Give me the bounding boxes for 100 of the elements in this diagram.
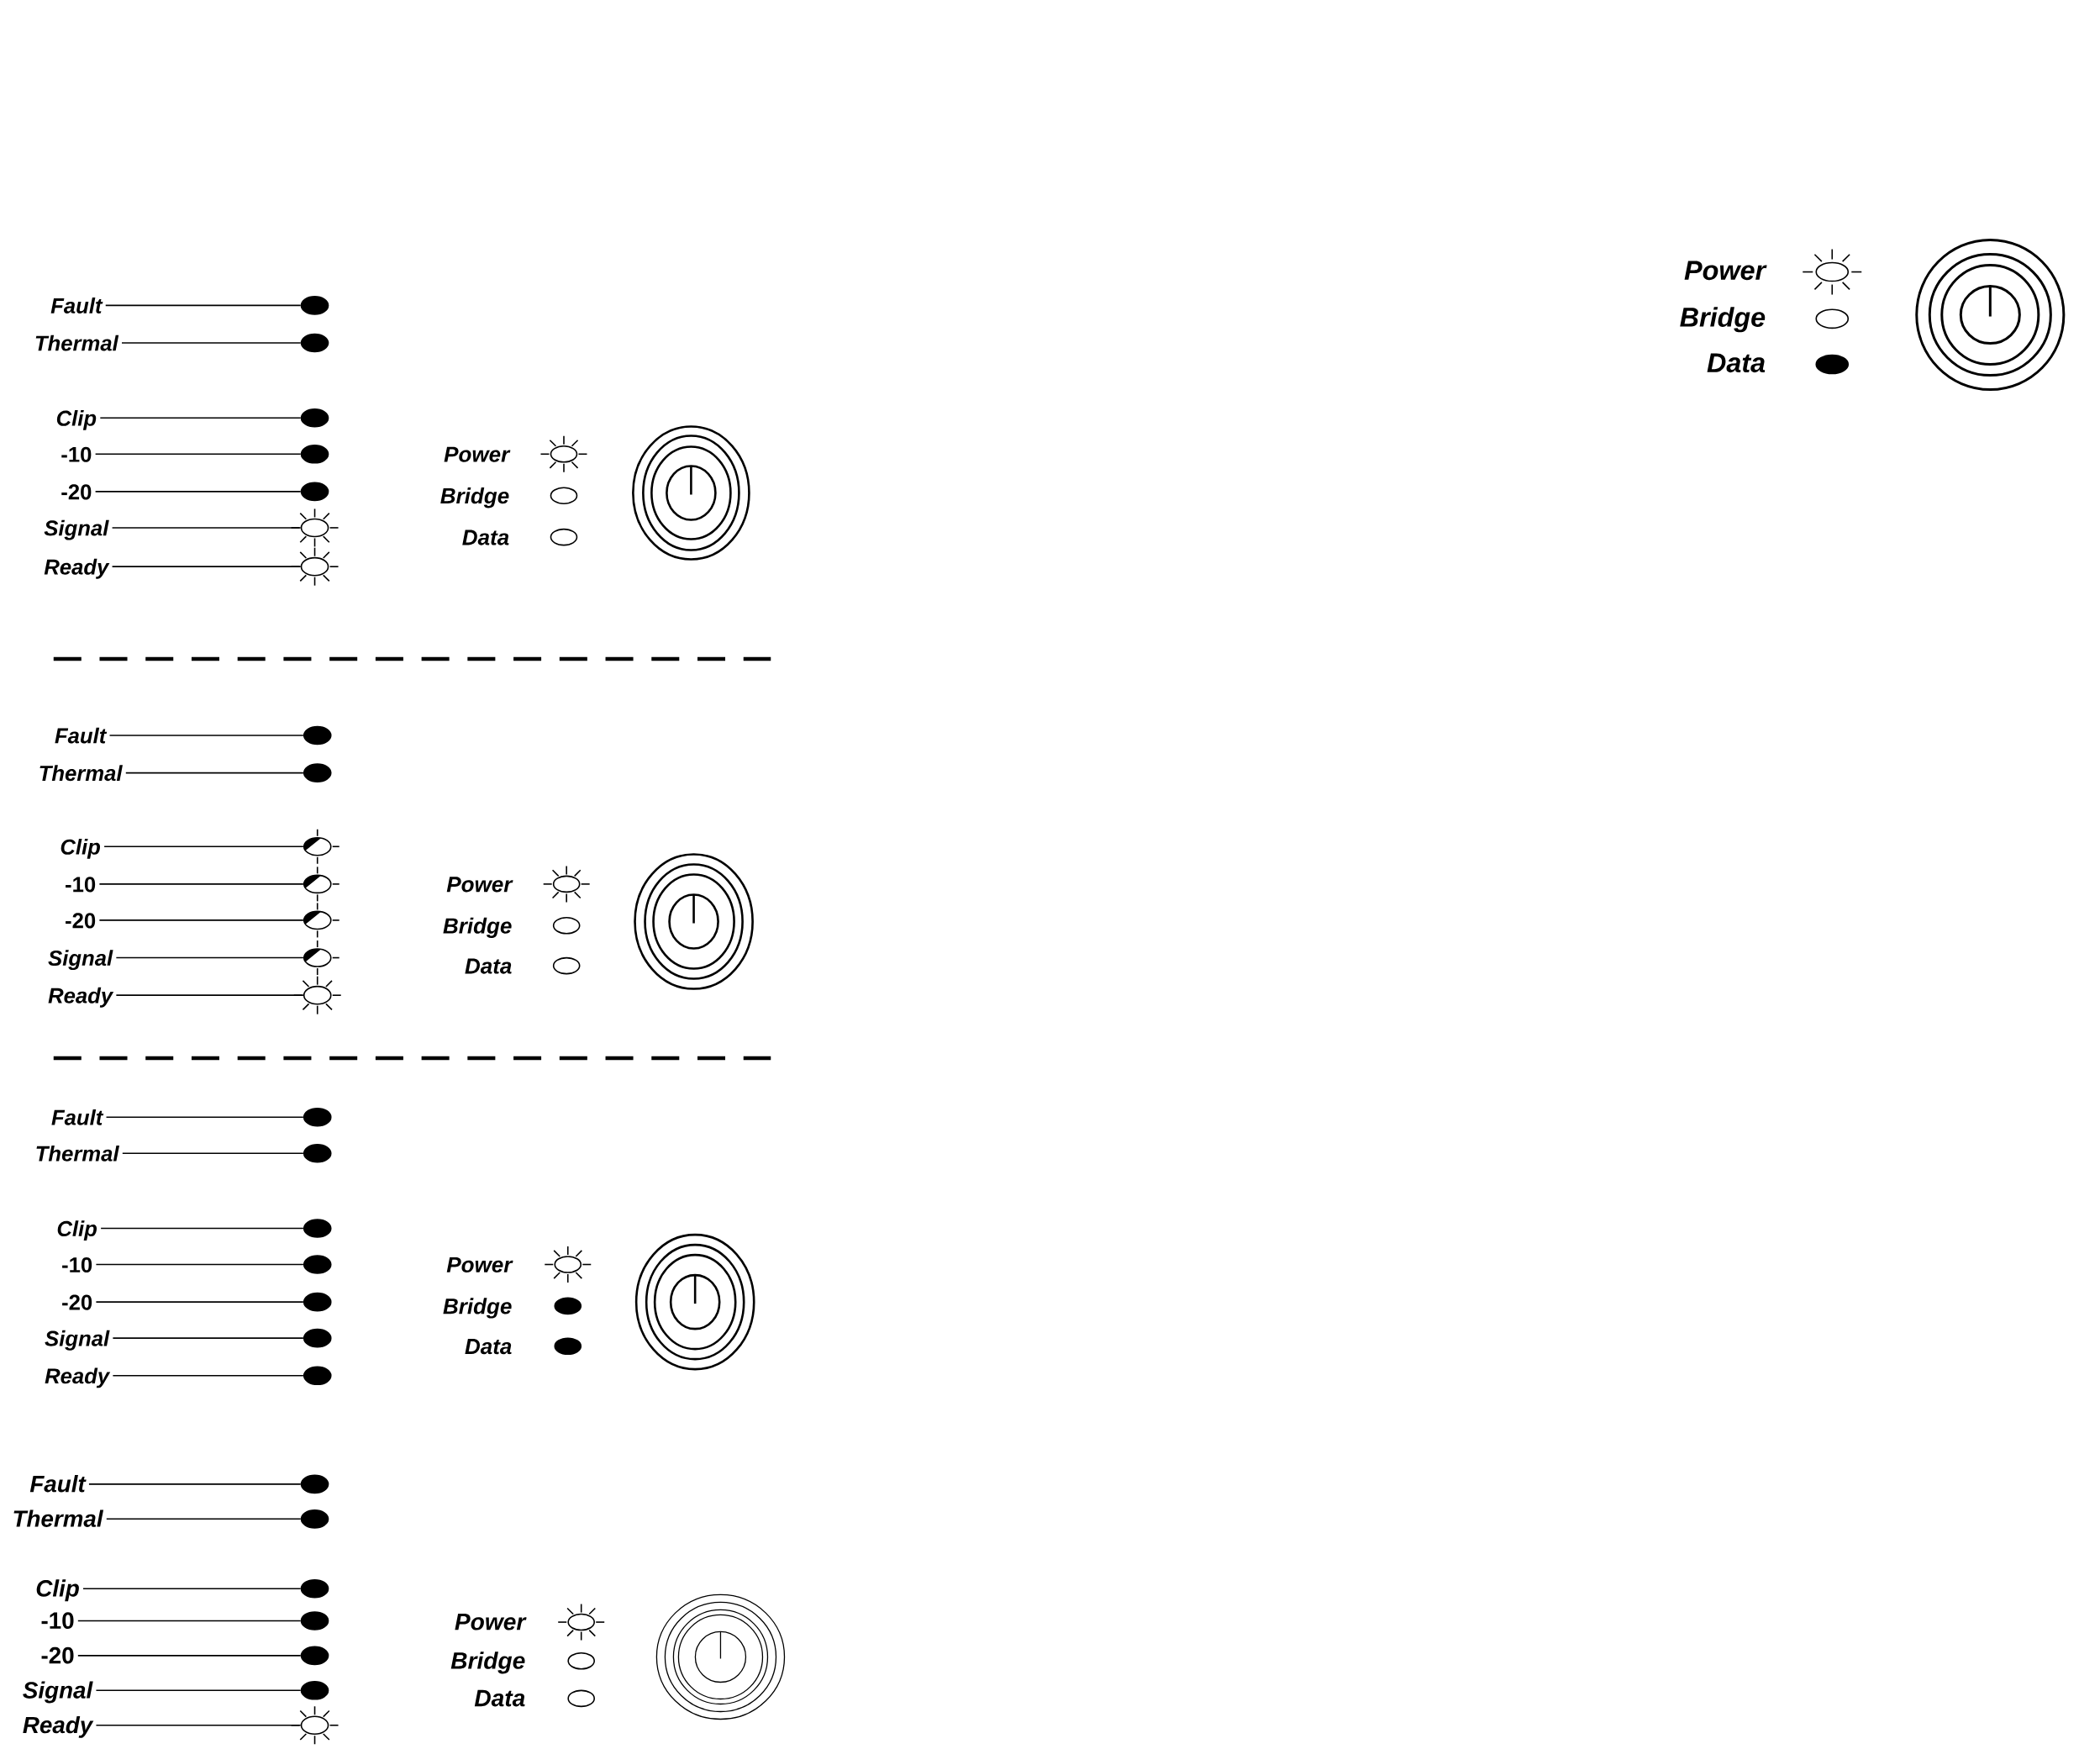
led <box>567 1652 595 1670</box>
indicator-label: -20 <box>62 1294 92 1310</box>
indicator-label: Ready <box>45 1367 111 1388</box>
indicator-label: Clip <box>61 838 101 859</box>
lit-led <box>1802 248 1863 296</box>
indicator-label: Ready <box>44 558 110 579</box>
indicator-label: Signal <box>44 519 109 540</box>
led <box>303 1255 332 1274</box>
led <box>303 725 332 745</box>
leader-line <box>77 1620 302 1622</box>
indicator-label: Clip <box>57 1220 97 1241</box>
indicator-label: Thermal <box>36 1145 119 1162</box>
led <box>550 528 578 546</box>
leader-line <box>112 1337 304 1339</box>
indicator-label: -10 <box>62 1256 92 1273</box>
leader-line <box>121 342 302 344</box>
led <box>300 482 329 502</box>
indicator-label: Bridge <box>1680 307 1766 333</box>
lit-led <box>542 865 591 903</box>
leader-line <box>100 1227 304 1230</box>
led <box>300 1474 329 1494</box>
led <box>567 1689 595 1708</box>
leader-line <box>115 956 304 959</box>
leader-line <box>95 1724 302 1726</box>
led <box>300 1509 329 1529</box>
leader-line <box>105 1116 304 1118</box>
leader-line <box>106 1518 302 1520</box>
indicator-label: -10 <box>41 1612 74 1629</box>
led <box>552 917 581 935</box>
indicator-label: Fault <box>51 1109 104 1125</box>
leader-line <box>95 1301 304 1303</box>
half-lit-led <box>303 828 340 865</box>
led <box>300 333 329 353</box>
indicator-label: Fault <box>50 298 103 313</box>
indicator-label: Data <box>462 529 509 545</box>
led <box>300 1578 329 1599</box>
leader-line <box>98 883 304 885</box>
indicator-label: -10 <box>61 446 92 462</box>
led <box>303 1107 332 1127</box>
led <box>300 296 329 315</box>
indicator-label: Data <box>1707 353 1766 373</box>
leader-line <box>95 1689 302 1692</box>
led <box>303 763 332 782</box>
indicator-label: Power <box>444 446 511 462</box>
indicator-label: -20 <box>41 1646 74 1664</box>
indicator-label: Fault <box>55 727 108 744</box>
leader-line <box>94 491 302 493</box>
leader-line <box>94 453 302 456</box>
leader-line <box>115 994 304 996</box>
led <box>550 487 578 504</box>
led <box>300 1611 329 1630</box>
led <box>300 1681 329 1700</box>
leader-line <box>125 772 304 774</box>
lit-led <box>544 1246 592 1283</box>
led <box>303 1366 332 1386</box>
led <box>303 1328 332 1348</box>
led <box>300 408 329 428</box>
indicator-label: Bridge <box>440 487 509 508</box>
indicator-label: Bridge <box>443 917 512 938</box>
leader-line <box>82 1588 302 1589</box>
leader-line <box>111 566 302 567</box>
led <box>300 445 329 464</box>
leader-line <box>112 1375 304 1377</box>
leader-line <box>98 919 304 921</box>
indicator-label: Ready <box>23 1715 94 1738</box>
leader-line <box>111 527 302 529</box>
lit-led <box>557 1603 605 1641</box>
indicator-label: Thermal <box>13 1509 104 1527</box>
led <box>554 1297 582 1315</box>
led <box>300 1646 329 1666</box>
indicator-label: Bridge <box>450 1652 525 1674</box>
leader-line <box>104 304 302 307</box>
indicator-label: Fault <box>29 1475 87 1493</box>
leader-line <box>95 1263 304 1266</box>
half-lit-led <box>303 940 340 976</box>
half-lit-led <box>303 902 340 939</box>
indicator-label: Signal <box>45 1330 110 1351</box>
indicator-label: Power <box>1684 261 1767 281</box>
leader-line <box>122 1152 304 1155</box>
led <box>1815 308 1850 329</box>
leader-line <box>103 846 304 848</box>
indicator-label: Thermal <box>35 335 119 351</box>
indicator-label: Signal <box>48 950 113 971</box>
half-lit-led <box>303 866 340 903</box>
indicator-label: Thermal <box>39 765 123 782</box>
led <box>303 1219 332 1238</box>
leader-line <box>88 1483 302 1485</box>
led <box>554 1337 582 1356</box>
lit-led <box>539 435 588 473</box>
indicator-label: Signal <box>23 1681 93 1704</box>
leader-line <box>99 417 302 419</box>
indicator-label: Bridge <box>443 1298 512 1319</box>
indicator-label: Ready <box>48 987 114 1008</box>
led <box>1815 354 1850 375</box>
indicator-label: Data <box>474 1689 525 1707</box>
leader-line <box>108 735 304 736</box>
indicator-label: Clip <box>56 409 97 430</box>
led <box>552 956 581 975</box>
indicator-label: -20 <box>61 484 92 500</box>
indicator-label: Data <box>465 1339 512 1355</box>
